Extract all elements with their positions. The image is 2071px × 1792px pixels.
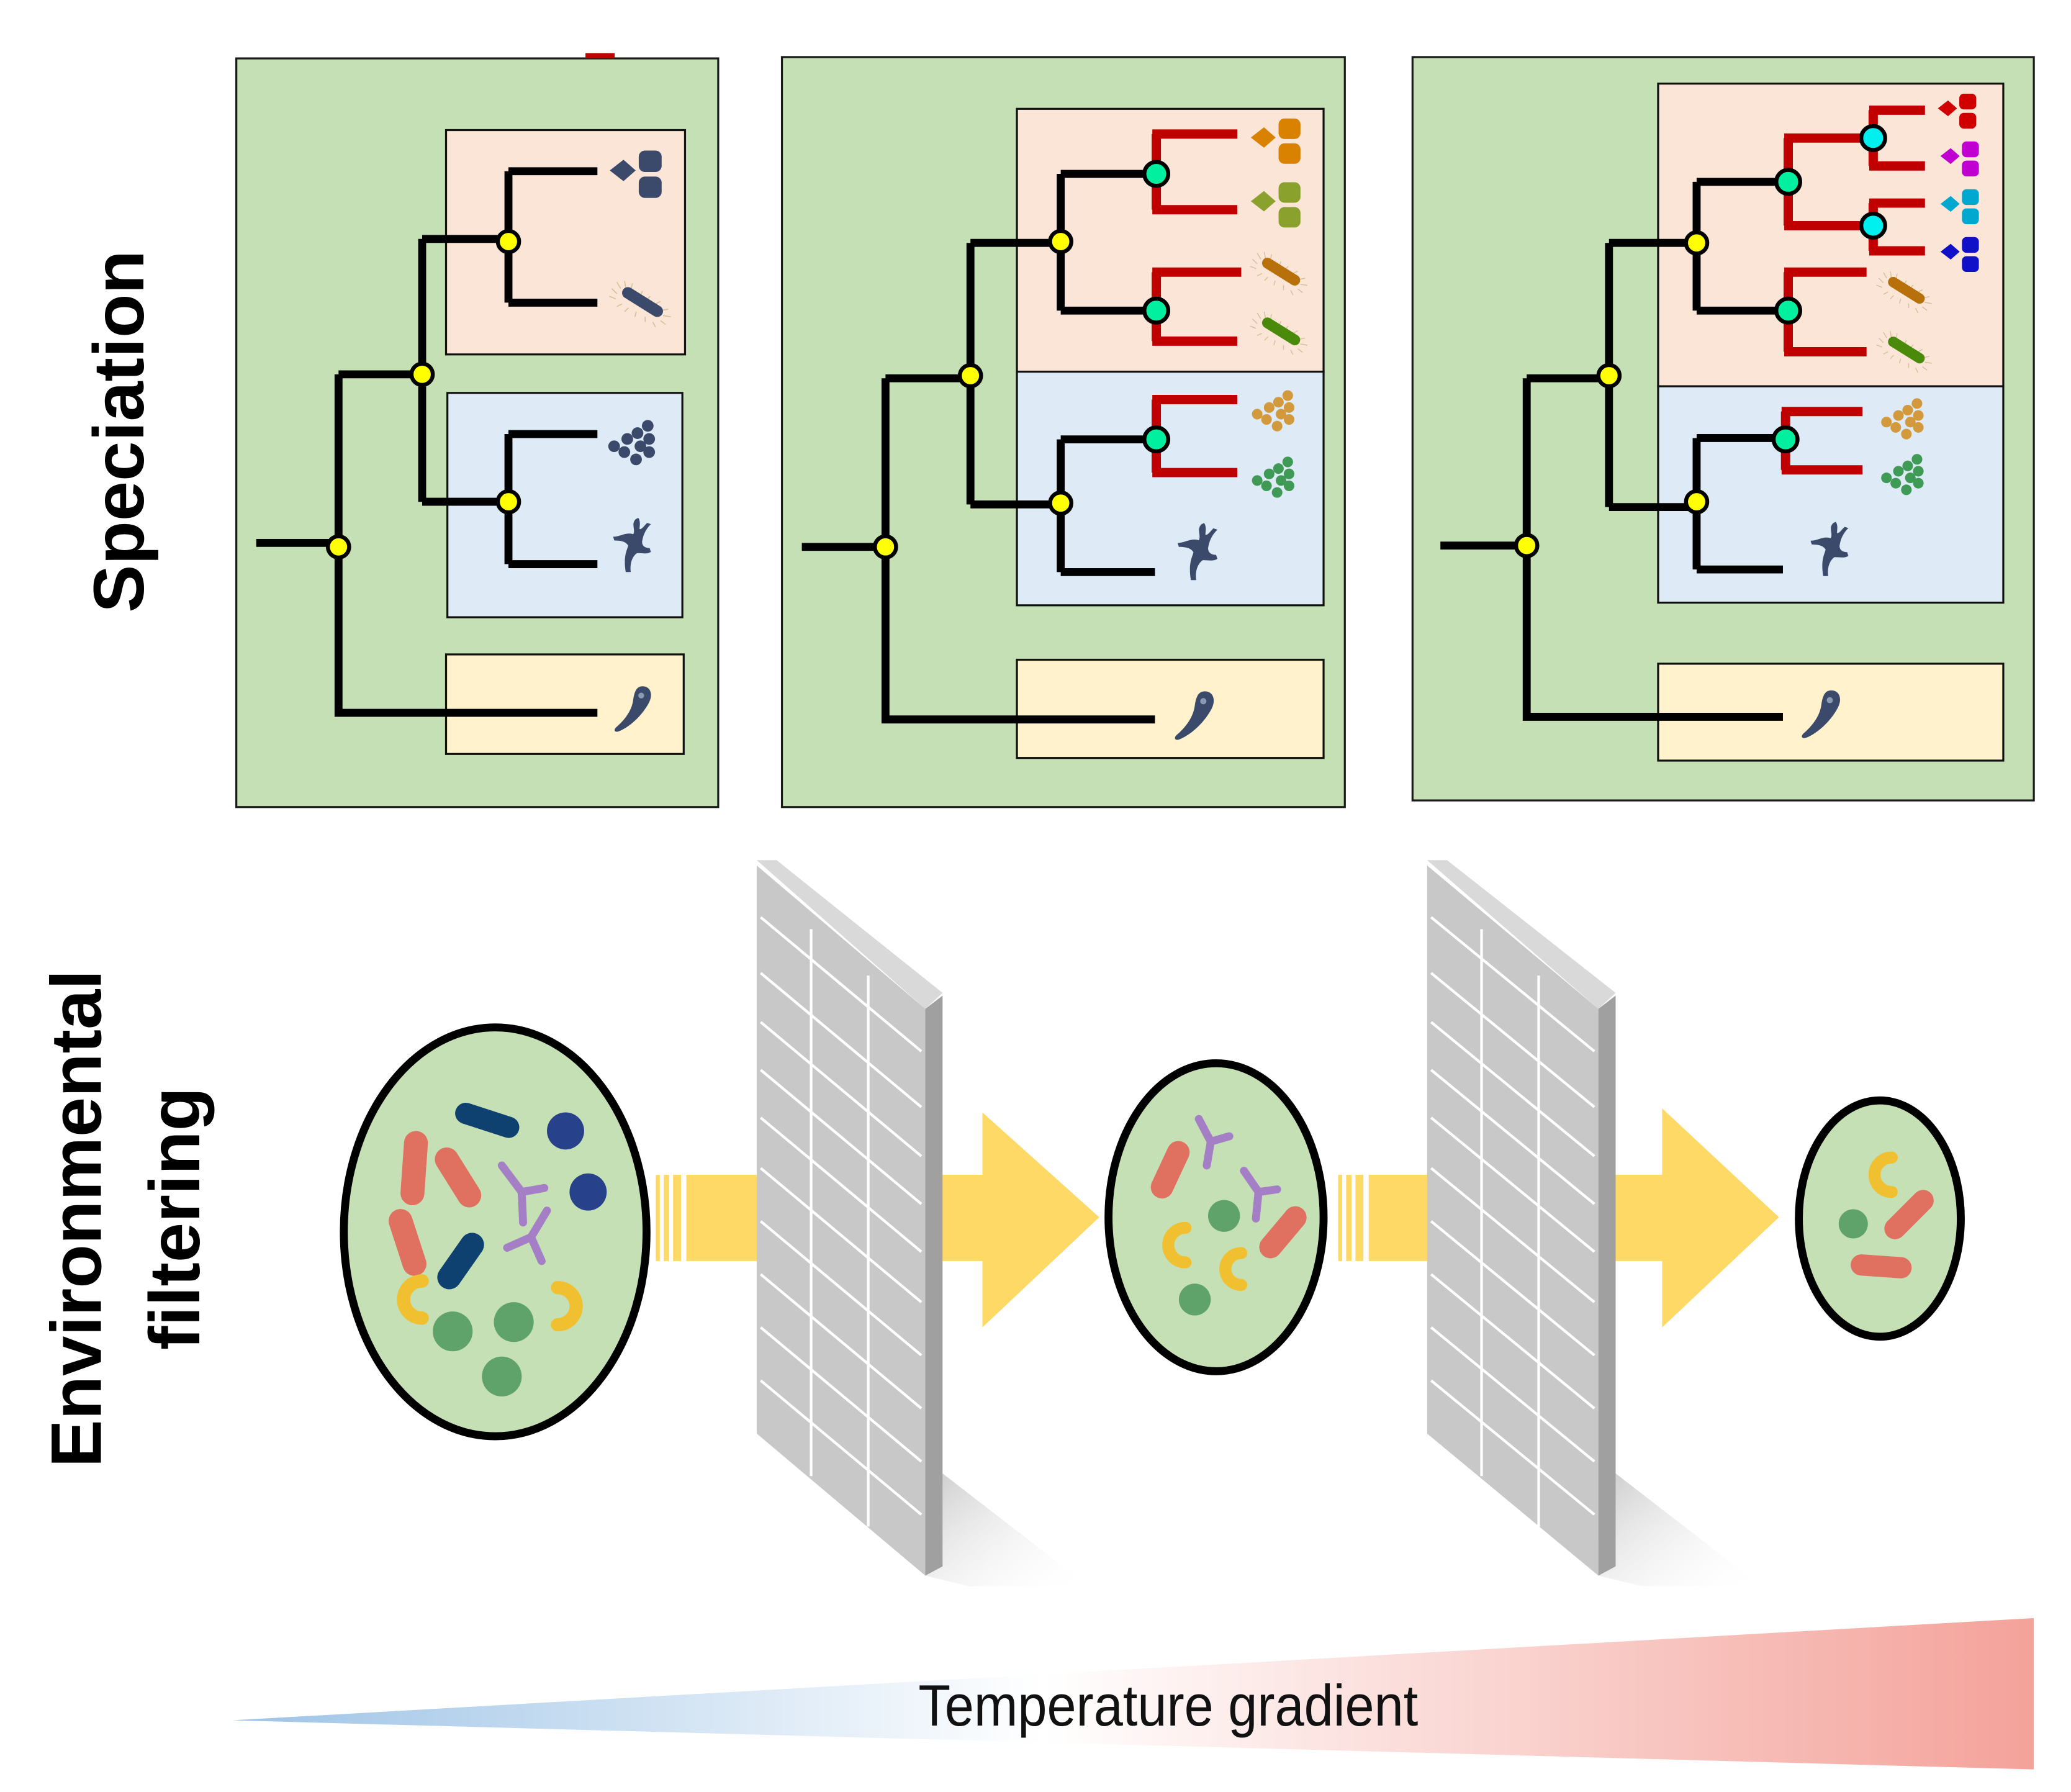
navy-coccus [547,1112,584,1150]
red-rod [1851,1254,1912,1278]
ancestral-node [1684,230,1710,256]
newest-node [1859,211,1887,240]
filter-shadow [925,1460,1089,1586]
row-label-speciation: Speciation [79,250,159,613]
row-label-environmental: Environmental [37,970,117,1468]
phylogenetic-tree [1440,105,1925,721]
community-initial [340,1023,651,1441]
yellow-curved [551,1280,583,1332]
red-rod [389,1209,426,1276]
red-mark [585,53,615,59]
ancestral-node [873,534,898,560]
new-node [1142,296,1171,325]
ancestral-node [409,361,435,387]
filter-side [925,995,943,1576]
environmental-filter-2 [1427,860,1762,1586]
filter-top [756,860,943,1009]
purple-branched [1194,1115,1281,1223]
green-coccus [433,1311,473,1352]
ancestral-node [1514,533,1540,558]
ancestral-node [1048,490,1073,516]
phylogenetic-tree [801,129,1242,724]
speciation-panel-3 [1411,56,2035,802]
red-rod [435,1147,482,1208]
filter-front [1427,865,1599,1576]
flow-arrow-1 [656,1112,1099,1328]
ancestral-node [495,229,521,255]
gradient-label: Temperature gradient [918,1673,1418,1738]
ancestral-node [1684,489,1710,515]
yellow-curved [1219,1247,1248,1291]
yellow-curved [1868,1151,1898,1198]
new-node [1142,160,1171,188]
green-coccus [1208,1200,1240,1232]
red-rod [1150,1141,1190,1199]
navy-coccus [569,1173,607,1211]
filter-shadow [1598,1460,1762,1586]
navy-rod [455,1102,520,1138]
green-coccus [1178,1283,1211,1316]
ancestral-node [495,489,521,515]
ancestral-node [1048,229,1073,255]
clade-box-pink [1657,83,2005,387]
community-filtered-once [1104,1059,1328,1375]
yellow-curved [1162,1221,1192,1269]
yellow-curved [397,1274,429,1325]
ancestral-node [957,363,983,389]
purple-branched [497,1161,551,1265]
community-filtered-twice [1795,1096,1965,1341]
newest-node [1859,124,1887,152]
gradient-wedge [232,1618,2034,1770]
ancestral-node [325,534,351,560]
new-node [1774,296,1802,325]
red-rod [1259,1206,1307,1259]
row-label-filtering: filtering [135,1087,215,1350]
red-rod [1884,1190,1934,1239]
phylogenetic-tree [256,167,598,717]
green-coccus [482,1356,522,1396]
speciation-panel-2 [780,56,1346,808]
environmental-filter-1 [756,860,1089,1586]
speciation-panel-1 [235,53,720,808]
navy-rod [437,1233,484,1290]
green-coccus [494,1302,534,1342]
temperature-gradient: Temperature gradient [232,1618,2034,1770]
new-node [1774,168,1802,196]
new-node [1142,425,1171,454]
flow-arrow-2 [1338,1108,1779,1328]
new-node [1771,425,1800,454]
community-boundary [1795,1096,1965,1341]
green-coccus [1838,1209,1868,1239]
red-rod [400,1131,428,1206]
filter-front [756,865,926,1576]
filter-side [1598,995,1616,1576]
clade-box-yellow [1016,658,1325,759]
ancestral-node [1596,363,1622,389]
filter-top [1427,860,1616,1009]
